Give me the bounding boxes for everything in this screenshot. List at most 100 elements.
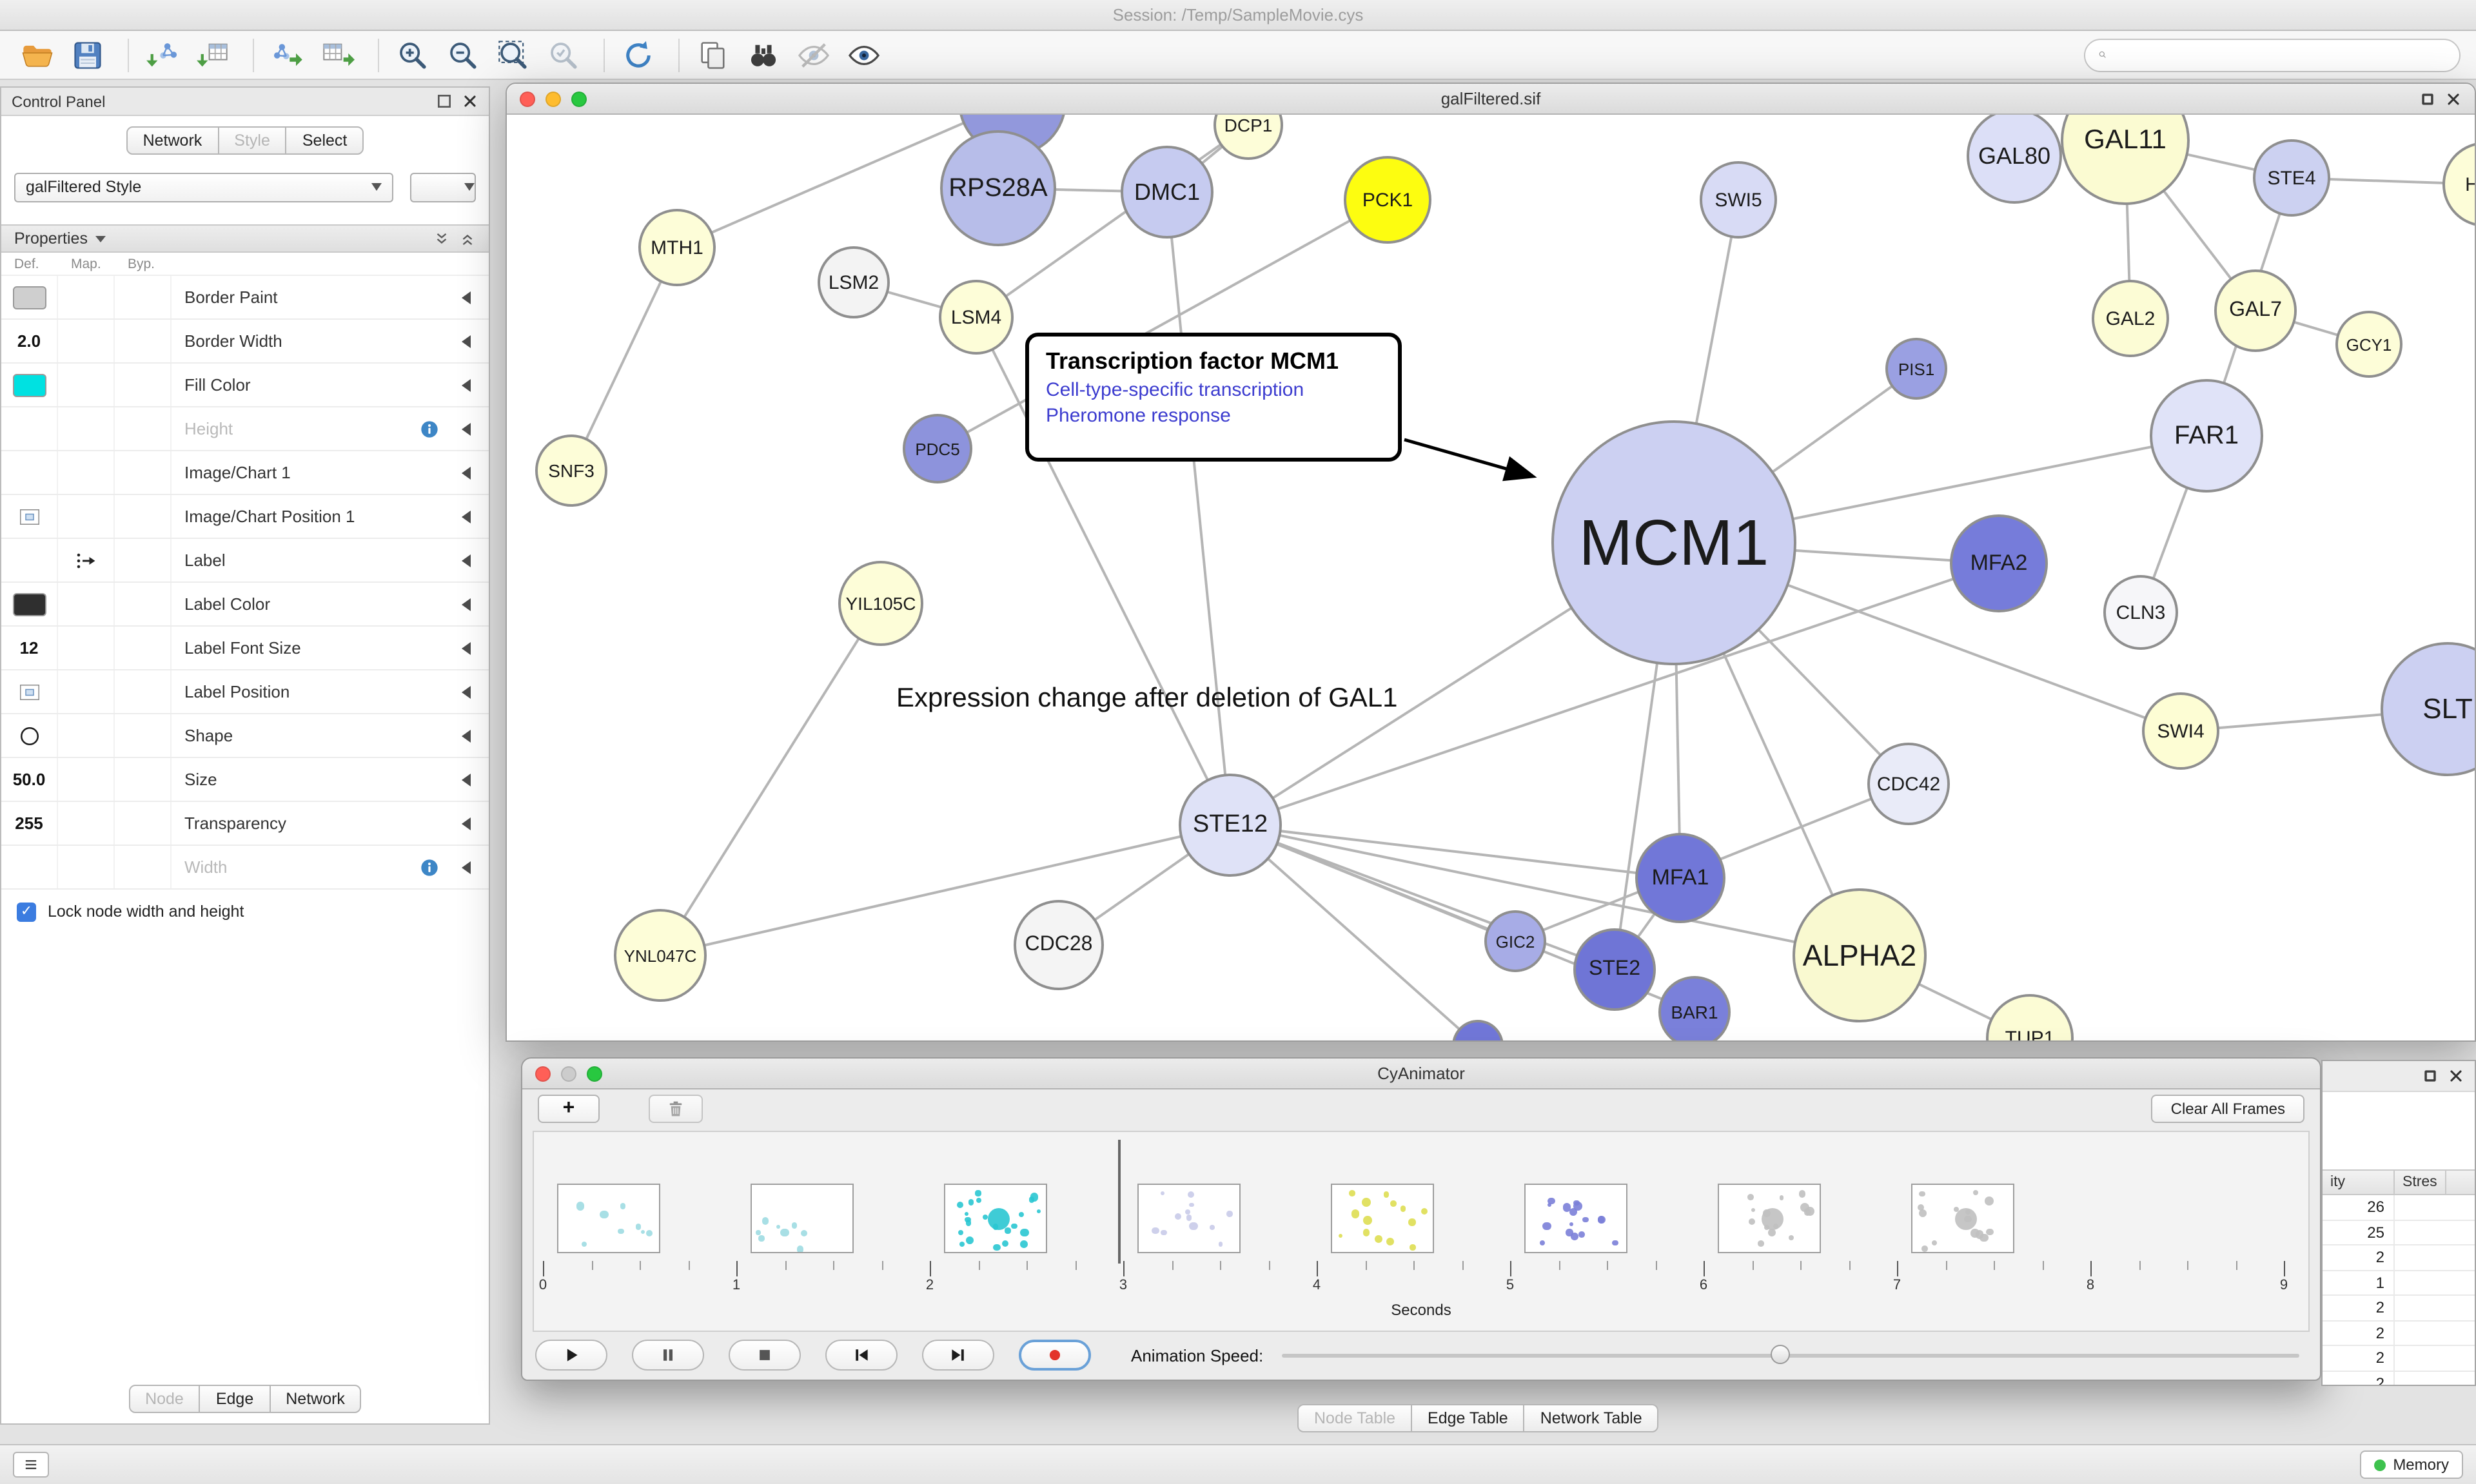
- table-row[interactable]: 25: [2323, 1220, 2475, 1245]
- timeline-frame-4[interactable]: [1331, 1184, 1434, 1253]
- network-edge[interactable]: [975, 317, 1232, 826]
- expand-all-icon[interactable]: [459, 230, 476, 247]
- tab-network[interactable]: Network: [269, 1385, 362, 1413]
- mapping-cell[interactable]: [58, 627, 115, 669]
- network-edge[interactable]: [660, 824, 1231, 957]
- network-edge[interactable]: [676, 115, 1012, 249]
- expand-arrow-icon[interactable]: [462, 335, 471, 347]
- default-value-cell[interactable]: [1, 407, 58, 450]
- default-value-cell[interactable]: [1, 846, 58, 888]
- tab-edge-table[interactable]: Edge Table: [1411, 1404, 1525, 1432]
- mapping-cell[interactable]: [58, 583, 115, 625]
- tab-node[interactable]: Node: [128, 1385, 201, 1413]
- style-property-row[interactable]: Width: [1, 846, 489, 890]
- mapping-cell[interactable]: [58, 539, 115, 581]
- network-node-bar1[interactable]: BAR1: [1658, 976, 1731, 1040]
- zoom-window-button[interactable]: [587, 1066, 602, 1082]
- bypass-cell[interactable]: [115, 407, 172, 450]
- network-window-titlebar[interactable]: galFiltered.sif: [507, 84, 2475, 115]
- style-property-row[interactable]: Label Color: [1, 583, 489, 627]
- default-value-cell[interactable]: [1, 364, 58, 406]
- open-session-button[interactable]: [15, 35, 59, 74]
- timeline-frame-5[interactable]: [1524, 1184, 1627, 1253]
- mapping-cell[interactable]: [58, 802, 115, 845]
- timeline-frame-1[interactable]: [751, 1184, 854, 1253]
- network-node-snf3[interactable]: SNF3: [535, 434, 607, 507]
- default-value-cell[interactable]: 2.0: [1, 320, 58, 362]
- expand-arrow-icon[interactable]: [462, 291, 471, 304]
- lock-size-row[interactable]: ✓ Lock node width and height: [1, 890, 489, 933]
- network-node-gal7[interactable]: GAL7: [2214, 269, 2297, 352]
- timeline-frame-6[interactable]: [1718, 1184, 1821, 1253]
- close-window-button[interactable]: [535, 1066, 551, 1082]
- network-node-dmc1[interactable]: DMC1: [1121, 146, 1213, 239]
- network-node-gal80[interactable]: GAL80: [1967, 115, 2062, 204]
- style-options-button[interactable]: [409, 172, 476, 202]
- network-node-pck1[interactable]: PCK1: [1344, 156, 1431, 244]
- timeline-frame-0[interactable]: [557, 1184, 660, 1253]
- hide-selected-button[interactable]: [792, 35, 836, 74]
- bypass-cell[interactable]: [115, 714, 172, 757]
- bypass-cell[interactable]: [115, 627, 172, 669]
- network-edge[interactable]: [1230, 824, 1860, 957]
- expand-arrow-icon[interactable]: [462, 641, 471, 654]
- current-style-dropdown[interactable]: galFiltered Style: [14, 172, 393, 202]
- memory-button[interactable]: Memory: [2359, 1450, 2463, 1479]
- expand-arrow-icon[interactable]: [462, 510, 471, 523]
- network-edge[interactable]: [975, 124, 1250, 318]
- table-column-header[interactable]: ity: [2323, 1171, 2395, 1194]
- mapping-cell[interactable]: [58, 276, 115, 318]
- show-panels-button[interactable]: [13, 1452, 49, 1478]
- mcm1-annotation-box[interactable]: Transcription factor MCM1 Cell-type-spec…: [1025, 333, 1402, 462]
- bypass-cell[interactable]: [115, 364, 172, 406]
- default-value-cell[interactable]: [1, 451, 58, 494]
- bypass-cell[interactable]: [115, 846, 172, 888]
- tab-edge[interactable]: Edge: [199, 1385, 271, 1413]
- bypass-cell[interactable]: [115, 451, 172, 494]
- style-property-row[interactable]: Fill Color: [1, 364, 489, 407]
- float-panel-icon[interactable]: [436, 93, 453, 110]
- delete-frame-button[interactable]: [649, 1095, 703, 1123]
- annotation-link[interactable]: Pheromone response: [1046, 405, 1231, 427]
- mapping-cell[interactable]: [58, 714, 115, 757]
- network-node-cdc28[interactable]: CDC28: [1014, 900, 1104, 990]
- mapping-cell[interactable]: [58, 758, 115, 801]
- bypass-cell[interactable]: [115, 670, 172, 713]
- network-node-alpha2[interactable]: ALPHA2: [1793, 888, 1927, 1022]
- record-button[interactable]: [1019, 1340, 1091, 1371]
- default-value-cell[interactable]: [1, 670, 58, 713]
- table-row[interactable]: 2: [2323, 1245, 2475, 1271]
- collapse-all-icon[interactable]: [433, 230, 450, 247]
- network-node-lsm4[interactable]: LSM4: [939, 280, 1014, 355]
- network-node-swi5[interactable]: SWI5: [1700, 161, 1777, 239]
- mapping-cell[interactable]: [58, 670, 115, 713]
- network-node-mfa1[interactable]: MFA1: [1635, 833, 1725, 923]
- bypass-cell[interactable]: [115, 495, 172, 538]
- network-node-tup1[interactable]: TUP1: [1986, 994, 2074, 1040]
- tab-style[interactable]: Style: [217, 126, 287, 155]
- close-window-button[interactable]: [520, 92, 535, 107]
- expand-arrow-icon[interactable]: [462, 685, 471, 698]
- style-property-row[interactable]: Label Position: [1, 670, 489, 714]
- search-input[interactable]: [2115, 45, 2446, 64]
- network-edge[interactable]: [937, 199, 1388, 450]
- network-node-yil105c[interactable]: YIL105C: [838, 561, 923, 646]
- network-node-pis1[interactable]: PIS1: [1885, 338, 1947, 400]
- network-edge[interactable]: [1230, 824, 1615, 971]
- float-panel-icon[interactable]: [2422, 1068, 2439, 1084]
- timeline-frame-7[interactable]: [1911, 1184, 2014, 1253]
- timeline-frame-3[interactable]: [1137, 1184, 1241, 1253]
- clear-all-frames-button[interactable]: Clear All Frames: [2151, 1095, 2304, 1123]
- network-edge[interactable]: [1229, 824, 1478, 1040]
- mapping-cell[interactable]: [58, 495, 115, 538]
- mapping-cell[interactable]: [58, 846, 115, 888]
- skip-start-button[interactable]: [825, 1340, 898, 1371]
- pause-button[interactable]: [632, 1340, 704, 1371]
- zoom-in-button[interactable]: [391, 35, 435, 74]
- default-value-cell[interactable]: [1, 539, 58, 581]
